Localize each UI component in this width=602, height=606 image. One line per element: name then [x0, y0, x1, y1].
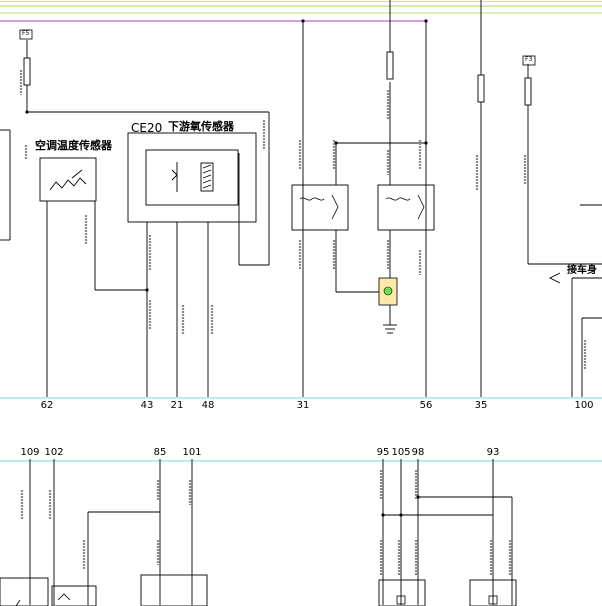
thermistor-symbol — [49, 169, 87, 191]
splice-dot — [25, 110, 29, 114]
splice-dot — [381, 513, 385, 517]
pin-93: 93 — [486, 447, 500, 458]
pin-105: 105 — [391, 447, 411, 458]
pin-85: 85 — [153, 447, 167, 458]
pin-43: 43 — [140, 400, 154, 411]
o2-sensor-inner — [145, 149, 239, 206]
heater-hatch — [202, 169, 212, 174]
splice-dot — [301, 19, 305, 23]
fuse-tag-f3: F3 — [525, 56, 533, 63]
fuse-symbol — [524, 77, 532, 106]
pin-62: 62 — [40, 400, 54, 411]
pin-56: 56 — [419, 400, 433, 411]
pin-21: 21 — [170, 400, 184, 411]
pin-35: 35 — [474, 400, 488, 411]
fuse-tag-box — [522, 55, 536, 66]
bottom-component-box — [0, 577, 49, 606]
body-ground-label: 接车身 — [567, 265, 597, 276]
pin-31: 31 — [296, 400, 310, 411]
bottom-component-box — [140, 574, 208, 606]
heater-hatch — [202, 174, 212, 179]
guide-rails — [0, 0, 602, 462]
fuse-symbol — [386, 51, 394, 80]
relay-contact — [331, 194, 339, 220]
splice-dot — [399, 513, 403, 517]
splice-dot — [334, 141, 338, 145]
pin-102: 102 — [44, 447, 64, 458]
pin-100: 100 — [574, 400, 594, 411]
components — [0, 19, 561, 606]
heater-hatch — [202, 184, 212, 189]
ac-temp-sensor-name: 空调温度传感器 — [35, 139, 112, 152]
bottom-component-box — [51, 585, 97, 606]
bottom-component-box — [378, 579, 426, 606]
pin-48: 48 — [201, 400, 215, 411]
splice-dot — [145, 288, 149, 292]
fuse-tag-f5: F5 — [22, 30, 30, 37]
o2-heater-coil — [200, 162, 214, 192]
bottom-sensor-symbol — [15, 593, 71, 606]
bottom-component-box — [469, 579, 517, 606]
relay-box — [291, 184, 349, 231]
motor-indicator — [383, 286, 393, 296]
heater-hatch — [202, 164, 212, 169]
o2-sensor-box — [127, 132, 257, 223]
pin-98: 98 — [411, 447, 425, 458]
splice-dot — [424, 19, 428, 23]
bottom-connector-pin — [396, 595, 406, 605]
bottom-connector-pin — [488, 595, 498, 605]
o2-sensor-switch — [171, 162, 178, 192]
splice-dot — [424, 141, 428, 145]
relay-coil — [385, 197, 411, 201]
wire-codes — [19, 70, 587, 575]
fuse-tag-box — [19, 29, 33, 40]
relay-box — [377, 184, 435, 231]
o2-sensor-name: 下游氧传感器 — [168, 120, 234, 133]
relay-contact — [417, 194, 425, 220]
splice-dot — [416, 495, 420, 499]
pin-109: 109 — [20, 447, 40, 458]
pin-95: 95 — [376, 447, 390, 458]
fuse-symbol — [23, 57, 31, 86]
pin-101: 101 — [182, 447, 202, 458]
relay-coil — [299, 197, 325, 201]
fuse-symbol — [477, 74, 485, 103]
o2-sensor-code: CE20 — [131, 121, 163, 135]
ac-temp-sensor-box — [39, 157, 97, 202]
heater-hatch — [202, 179, 212, 184]
body-ground-arrow — [548, 272, 561, 284]
